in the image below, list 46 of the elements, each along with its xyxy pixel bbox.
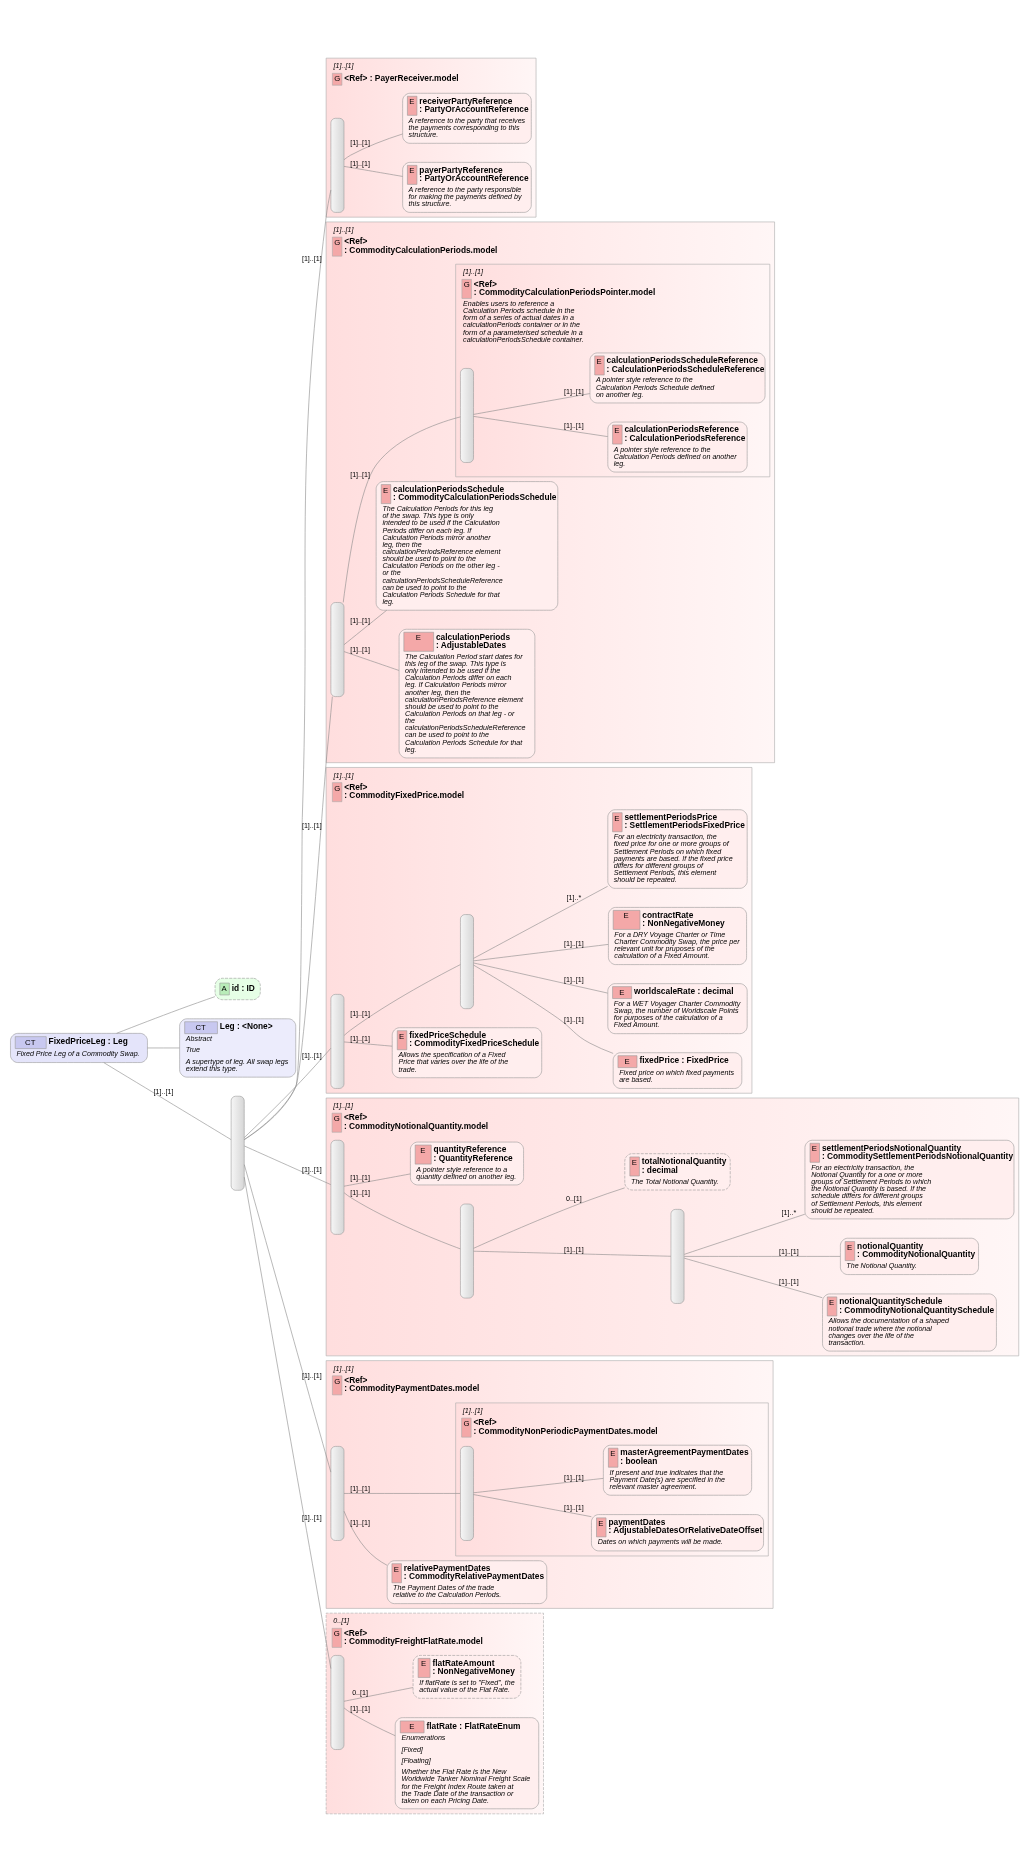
- node-bar: [330, 601, 345, 697]
- connector: [343, 133, 403, 160]
- connector: [343, 963, 461, 1036]
- connector: [243, 1176, 332, 1669]
- connector: [343, 1686, 414, 1702]
- connector: [683, 1257, 823, 1298]
- connector: [473, 1493, 592, 1517]
- node-bar: [330, 993, 345, 1089]
- connector: [343, 1707, 396, 1736]
- connector: [244, 1163, 332, 1472]
- connector: [473, 1187, 625, 1249]
- node-bar: [330, 1445, 345, 1541]
- connector: [244, 695, 333, 1140]
- node-bar: [330, 117, 345, 213]
- connector: [343, 1041, 393, 1046]
- connector: [473, 943, 609, 961]
- connector: [683, 1213, 806, 1255]
- node-bar: [460, 367, 474, 463]
- connector: [147, 1047, 180, 1048]
- connector: [343, 1192, 461, 1249]
- connector: [683, 1255, 841, 1257]
- node-bar: [330, 1139, 345, 1235]
- connector: [342, 416, 461, 603]
- connector: [243, 1047, 332, 1138]
- connector: [473, 885, 608, 959]
- node-bar: [230, 1095, 245, 1191]
- connector: [473, 415, 608, 437]
- node-bar: [670, 1208, 685, 1304]
- node-bar: [460, 913, 474, 1009]
- connector: [473, 964, 614, 1054]
- connector: [103, 1061, 232, 1140]
- connector: [343, 650, 400, 671]
- connector: [343, 1173, 411, 1186]
- connector: [244, 1145, 331, 1185]
- connector: [473, 962, 608, 993]
- node-bar: [460, 1445, 474, 1541]
- node-bar: [330, 1654, 345, 1750]
- connector: [343, 1492, 461, 1494]
- connector: [343, 609, 387, 645]
- connector: [473, 1250, 672, 1257]
- connector: [473, 392, 591, 415]
- connector: [343, 1510, 388, 1566]
- connector: [473, 1477, 604, 1493]
- node-bar: [460, 1203, 474, 1298]
- connector: [343, 165, 403, 177]
- connector: [244, 189, 332, 1140]
